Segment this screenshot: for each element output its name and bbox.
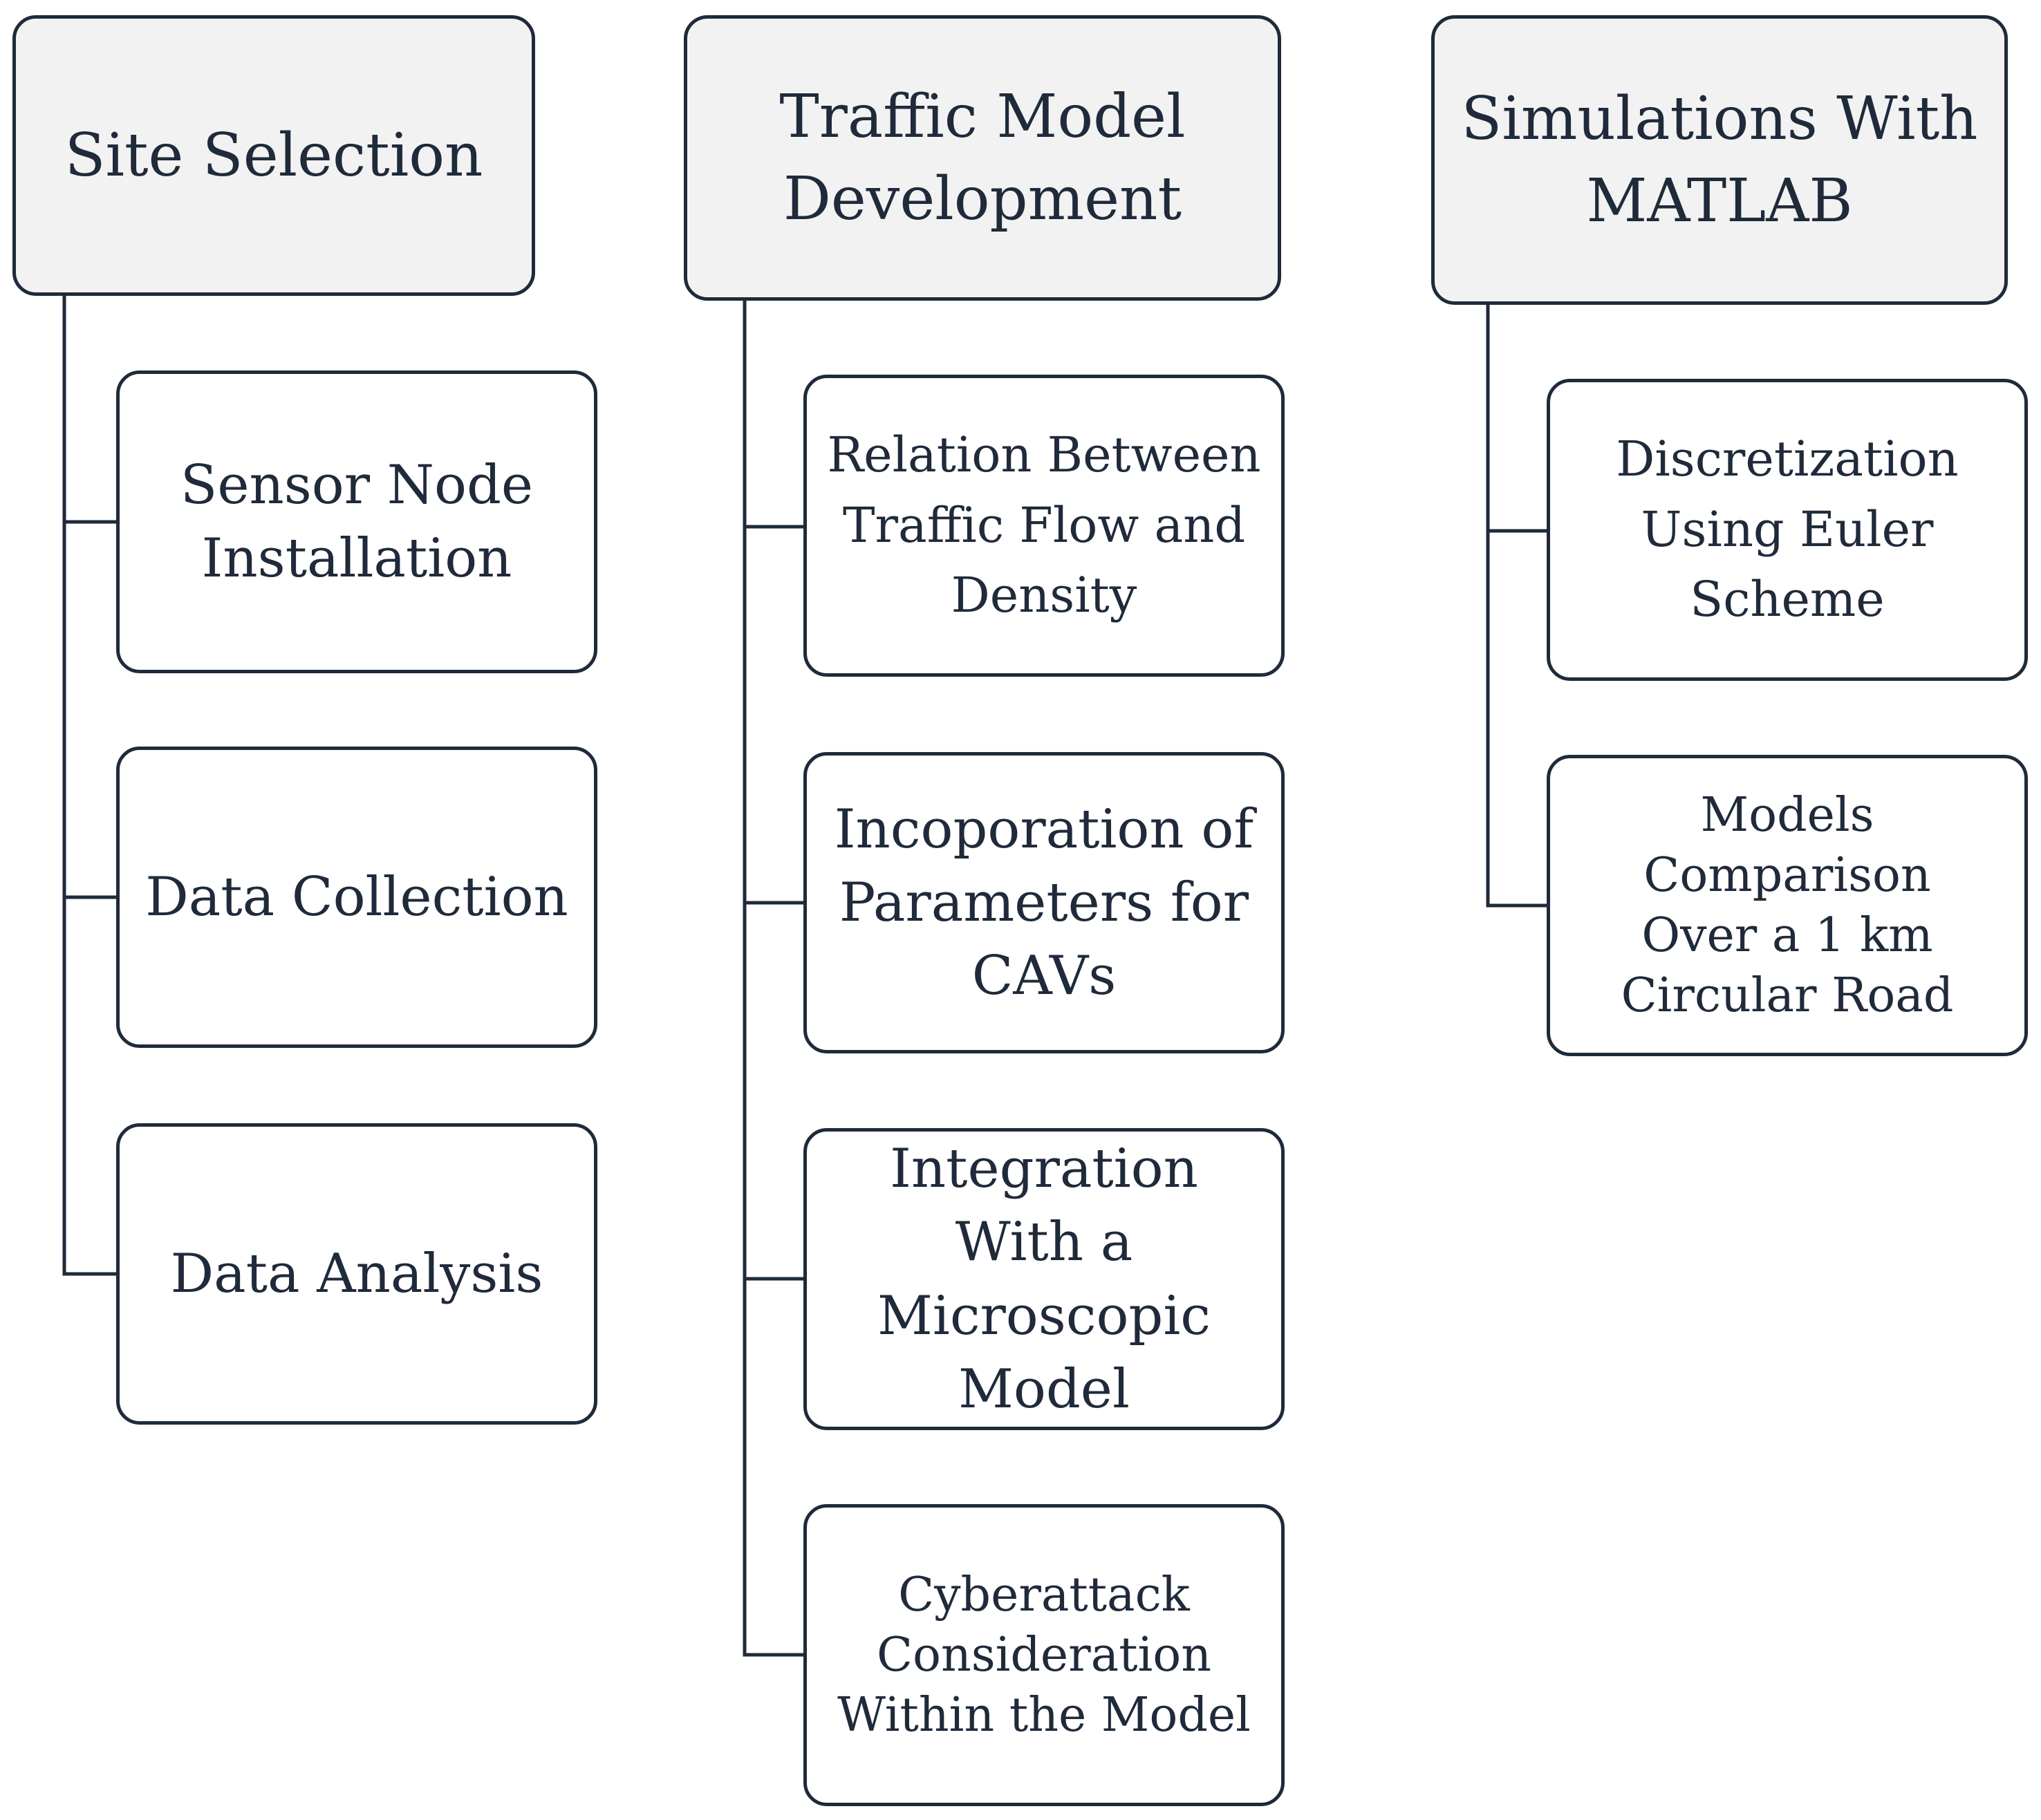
cyberattack-consideration-box: Cyberattack Consideration Within the Mod… <box>803 1504 1285 1806</box>
data-collection-box: Data Collection <box>116 747 597 1048</box>
incorporation-parameters-label: Incoporation of Parameters for CAVs <box>834 798 1254 1008</box>
discretization-euler-label: Discretization Using Euler Scheme <box>1616 431 1959 628</box>
traffic-model-development-label: Traffic Model Development <box>779 82 1186 234</box>
simulations-matlab-label: Simulations With MATLAB <box>1461 84 1978 236</box>
incorporation-parameters-box: Incoporation of Parameters for CAVs <box>803 752 1285 1053</box>
site-selection-box: Site Selection <box>12 15 535 296</box>
integration-microscopic-label: Integration With a Microscopic Model <box>877 1138 1211 1420</box>
models-comparison-label: Models Comparison Over a 1 km Circular R… <box>1621 787 1954 1024</box>
data-analysis-label: Data Analysis <box>170 1242 543 1305</box>
simulations-matlab-box: Simulations With MATLAB <box>1431 15 2008 305</box>
relation-flow-density-label: Relation Between Traffic Flow and Densit… <box>827 426 1261 624</box>
connector-simulations-trunk <box>1486 305 1547 908</box>
models-comparison-box: Models Comparison Over a 1 km Circular R… <box>1547 755 2028 1056</box>
cyberattack-consideration-label: Cyberattack Consideration Within the Mod… <box>837 1567 1251 1743</box>
data-analysis-box: Data Analysis <box>116 1123 597 1425</box>
relation-flow-density-box: Relation Between Traffic Flow and Densit… <box>803 375 1285 677</box>
traffic-model-development-box: Traffic Model Development <box>684 15 1281 301</box>
sensor-node-installation-label: Sensor Node Installation <box>180 453 534 590</box>
integration-microscopic-box: Integration With a Microscopic Model <box>803 1128 1285 1430</box>
site-selection-label: Site Selection <box>64 120 483 190</box>
connector-traffic-model-trunk <box>743 301 803 1657</box>
data-collection-label: Data Collection <box>145 865 568 928</box>
connector-site-selection-trunk <box>62 296 116 1276</box>
sensor-node-installation-box: Sensor Node Installation <box>116 370 597 673</box>
discretization-euler-box: Discretization Using Euler Scheme <box>1547 379 2028 681</box>
